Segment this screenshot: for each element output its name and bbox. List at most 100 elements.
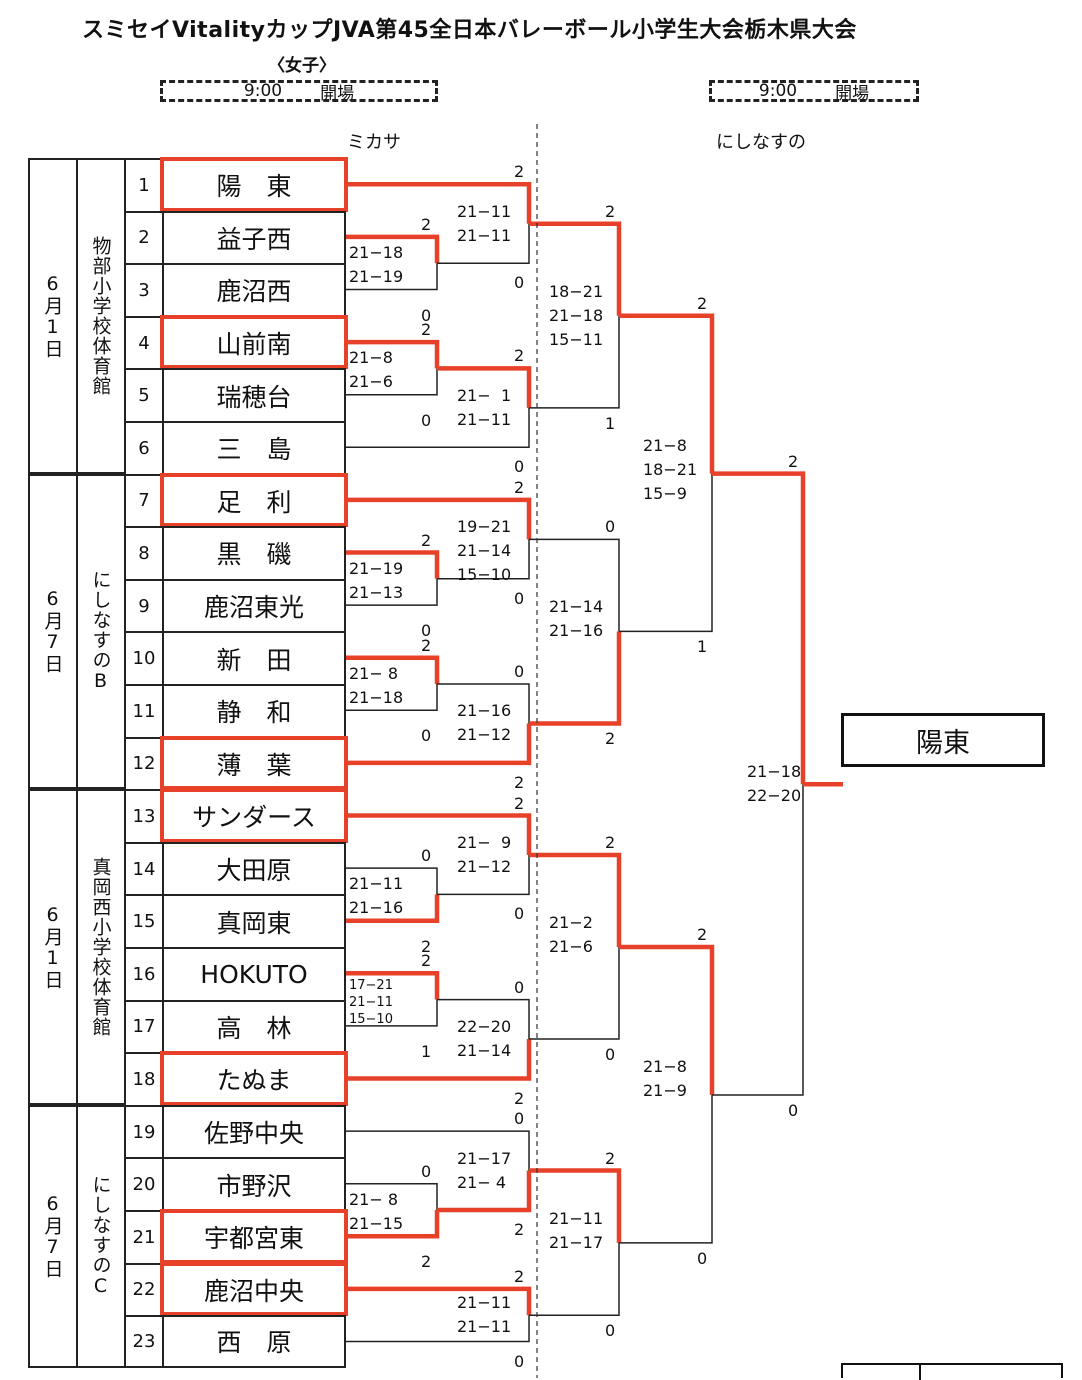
- round2-upper-3: [437, 683, 530, 724]
- seed-number: 6: [124, 421, 162, 474]
- set-count-top: 2: [421, 214, 432, 234]
- round1-r1_20v21-loser: [346, 1182, 438, 1210]
- final-loser: [712, 784, 804, 1096]
- round3-3-winner: [529, 1168, 622, 1243]
- team-name: 鹿沼西: [162, 263, 346, 316]
- set-count-bottom: 1: [697, 637, 708, 657]
- set-count-bottom: 2: [514, 1220, 525, 1239]
- match-date-text: 6月7日: [41, 588, 64, 675]
- set-count-bottom: 0: [421, 726, 432, 746]
- set-count-bottom: 0: [421, 621, 432, 641]
- set-scores: 21− 8 21−18: [349, 663, 404, 707]
- final-winner: [712, 471, 806, 785]
- round1-r1_14v15-loser: [346, 867, 438, 895]
- set-count-bottom: 2: [421, 936, 432, 956]
- set-scores: 22−20 21−14: [457, 1017, 512, 1061]
- open-time-box-right: 9:00 開場: [709, 80, 919, 104]
- set-count-top: 0: [514, 1109, 525, 1129]
- team-name: 佐野中央: [162, 1104, 346, 1158]
- footer-table-edge: [841, 1363, 1063, 1380]
- round1-r1_16v17-winner: [346, 971, 440, 1000]
- team-name: 新 田: [162, 631, 346, 684]
- round1-r1_14v15-winner: [346, 894, 440, 923]
- open-time: 9:00: [758, 81, 798, 101]
- set-count-bottom: 2: [514, 1088, 525, 1108]
- seed-number: 22: [124, 1262, 162, 1316]
- round2-upper-7: [346, 1286, 532, 1316]
- set-count-bottom: 0: [605, 1321, 616, 1341]
- seed-number: 15: [124, 894, 162, 947]
- set-count-bottom: 2: [421, 1252, 432, 1272]
- set-count-bottom: 0: [421, 410, 432, 430]
- set-scores: 17−21 21−11 15−10: [349, 978, 393, 1028]
- block-venue: にしなすのC: [76, 1104, 124, 1368]
- set-scores: 21− 1 21−11: [457, 385, 512, 429]
- set-count-top: 2: [514, 346, 525, 366]
- round1-r1_2v3-loser: [346, 263, 438, 291]
- seed-number: 18: [124, 1052, 162, 1105]
- set-count-bottom: 0: [514, 1351, 525, 1371]
- set-scores: 21−18 22−20: [747, 762, 802, 806]
- team-name: 市野沢: [162, 1157, 346, 1210]
- round2-lower-6: [437, 1170, 532, 1213]
- round3-1-loser: [529, 538, 620, 632]
- team-name: 瑞穂台: [162, 368, 346, 421]
- set-count-top: 0: [514, 977, 525, 997]
- seed-number: 21: [124, 1210, 162, 1263]
- round1-r1_4v5-winner: [346, 339, 440, 369]
- set-scores: 21−11 21−17: [549, 1208, 604, 1252]
- round2-upper-5: [437, 998, 530, 1040]
- match-date-text: 6月7日: [41, 1193, 64, 1280]
- round1-r1_8v9-winner: [346, 550, 440, 579]
- set-count-bottom: 2: [605, 729, 616, 749]
- match-date: 6月7日: [28, 473, 76, 790]
- set-count-top: 2: [605, 1148, 616, 1168]
- block-venue: 物部小学校体育館: [76, 158, 124, 474]
- team-name: 大田原: [162, 841, 346, 895]
- set-scores: 21−11 21−11: [457, 201, 512, 245]
- match-date-text: 6月1日: [41, 272, 64, 359]
- block-venue: 真岡西小学校体育館: [76, 789, 124, 1105]
- set-count-bottom: 0: [514, 273, 525, 293]
- round1-r1_16v17-loser: [346, 999, 438, 1027]
- open-time: 9:00: [243, 81, 283, 101]
- venue-header-nishinasuno: にしなすの: [716, 132, 806, 153]
- open-time-box-left: 9:00 開場: [160, 80, 438, 104]
- seed-number: 9: [124, 578, 162, 632]
- set-scores: 18−21 21−18 15−11: [549, 281, 604, 349]
- round3-2-loser: [529, 947, 620, 1040]
- seed-number: 8: [124, 526, 162, 579]
- set-count-top: 0: [605, 517, 616, 537]
- seed-number: 13: [124, 789, 162, 842]
- block-venue-text: にしなすのB: [89, 569, 112, 693]
- round4-1-loser: [619, 1094, 713, 1244]
- seed-number: 5: [124, 368, 162, 421]
- round4-0-loser: [619, 473, 713, 633]
- round2-upper-2: [346, 497, 532, 540]
- match-date-text: 6月1日: [41, 903, 64, 990]
- round2-lower-5: [346, 1039, 532, 1081]
- round3-3-loser: [529, 1242, 620, 1316]
- seed-number: 12: [124, 736, 162, 790]
- match-date: 6月1日: [28, 158, 76, 474]
- set-count-bottom: 0: [697, 1248, 708, 1268]
- set-scores: 21− 8 21−15: [349, 1189, 404, 1233]
- set-scores: 21− 9 21−12: [457, 832, 512, 876]
- set-scores: 21−2 21−6: [549, 913, 593, 956]
- team-name: HOKUTO: [162, 947, 346, 1000]
- team-name: 静 和: [162, 684, 346, 737]
- seed-number: 11: [124, 684, 162, 737]
- round1-r1_10v11-winner: [346, 655, 440, 684]
- set-count-bottom: 2: [514, 772, 525, 792]
- seed-number: 10: [124, 631, 162, 684]
- round4-0-winner: [619, 313, 715, 474]
- venue-header-mikasa: ミカサ: [347, 132, 401, 153]
- team-name: 高 林: [162, 999, 346, 1053]
- round2-lower-7: [346, 1315, 530, 1343]
- set-scores: 21−18 21−19: [349, 242, 404, 286]
- team-name: 鹿沼東光: [162, 578, 346, 632]
- round2-lower-2: [437, 539, 530, 580]
- round1-r1_10v11-loser: [346, 684, 438, 712]
- set-count-bottom: 0: [421, 305, 432, 325]
